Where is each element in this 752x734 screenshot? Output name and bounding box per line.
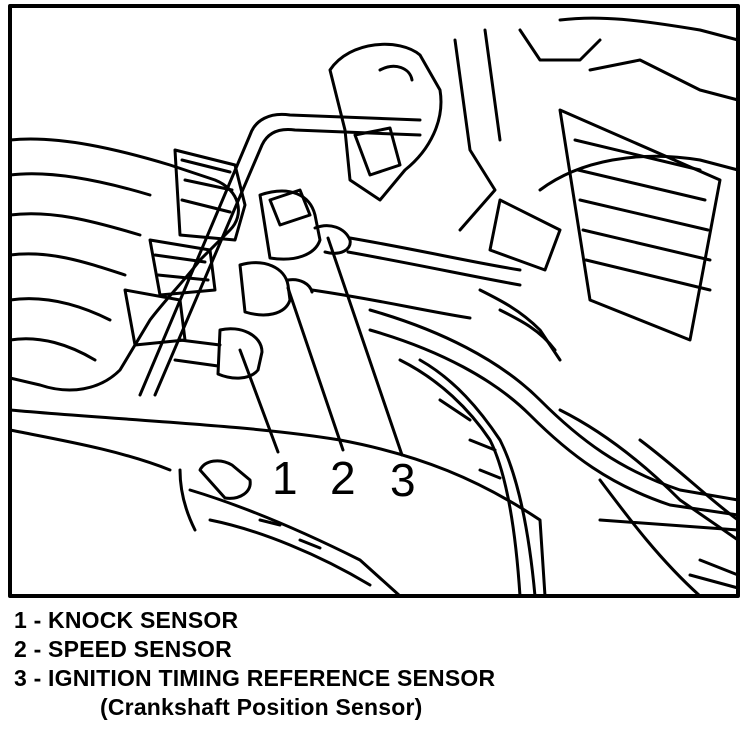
leader-line-2: [286, 286, 345, 452]
mounting-bracket: [138, 112, 422, 397]
callout-number-2: 2: [330, 452, 356, 504]
ignition-timing-sensor-shape: [258, 189, 522, 287]
engine-sensor-illustration: 1 2 3: [8, 4, 740, 598]
wiring-harness: [8, 137, 247, 392]
callout-number-1: 1: [272, 452, 298, 504]
knock-sensor-shape: [173, 327, 264, 380]
legend-item-ignition-timing-sensor: 3 - IGNITION TIMING REFERENCE SENSOR: [14, 665, 496, 691]
lower-hoses: [8, 308, 740, 598]
speed-sensor-shape: [238, 261, 472, 320]
legend-note-crankshaft-position: (Crankshaft Position Sensor): [100, 694, 423, 720]
legend: 1 - KNOCK SENSOR 2 - SPEED SENSOR 3 - IG…: [14, 606, 744, 722]
legend-item-knock-sensor: 1 - KNOCK SENSOR: [14, 607, 239, 633]
legend-item-speed-sensor: 2 - SPEED SENSOR: [14, 636, 232, 662]
callout-number-3: 3: [390, 454, 416, 506]
engine-components: [328, 16, 740, 362]
leader-line-1: [238, 348, 280, 454]
leader-line-3: [326, 236, 404, 457]
